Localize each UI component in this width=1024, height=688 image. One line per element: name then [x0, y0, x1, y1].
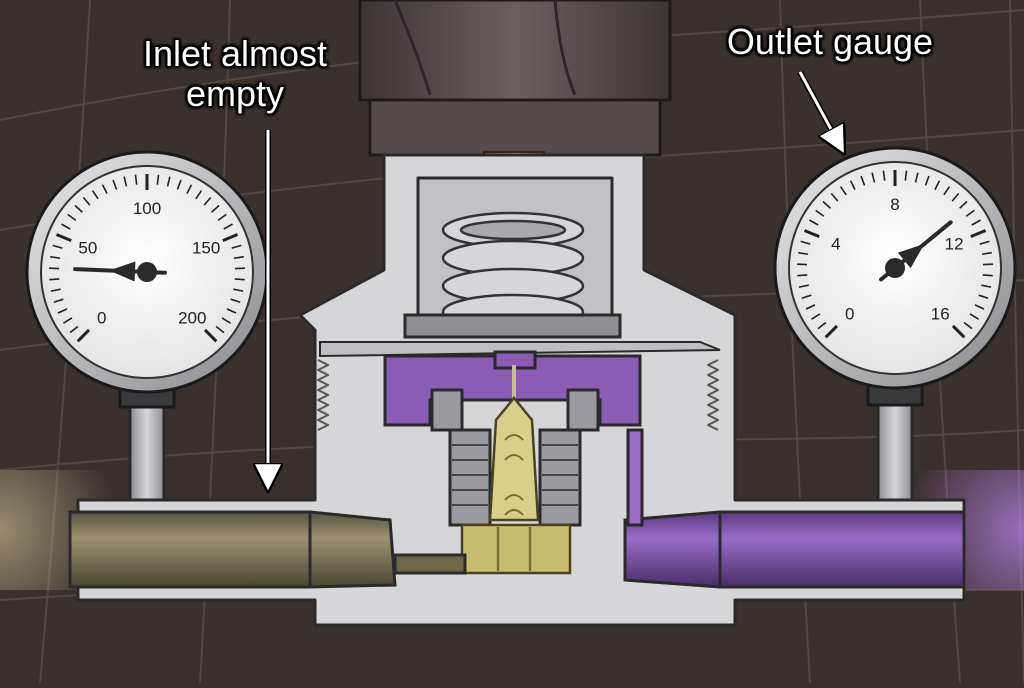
outlet-gauge: 0 4 8 12 16 [775, 148, 1015, 388]
gas-cylinder [360, 0, 670, 155]
spring-plate [405, 315, 620, 337]
inlet-gauge-tick-label: 200 [178, 308, 206, 327]
outlet-gauge-tick-label: 12 [945, 235, 964, 254]
inlet-gauge-tick-label: 0 [97, 308, 106, 327]
outlet-arrow [800, 72, 838, 142]
inlet-gauge: 0 50 100 150 200 [27, 152, 267, 392]
outlet-gauge-tick-label: 8 [890, 195, 899, 214]
inlet-gauge-tick [235, 279, 245, 280]
outlet-annotation: Outlet gauge [680, 22, 980, 62]
inlet-gauge-tick [49, 279, 59, 280]
regulator-spring [443, 213, 583, 329]
inlet-annotation: Inlet almost empty [100, 34, 370, 114]
inlet-annotation-line2: empty [100, 74, 370, 114]
outlet-gauge-tick-label: 16 [931, 304, 950, 323]
outlet-gauge-stem [878, 395, 912, 500]
outlet-gauge-tick-label: 0 [845, 304, 854, 323]
inlet-gauge-tick-label: 100 [133, 199, 161, 218]
outlet-gauge-tick [983, 275, 993, 276]
inlet-gauge-tick-label: 50 [78, 239, 97, 258]
inlet-gauge-hub [137, 262, 157, 282]
inlet-gauge-stem [130, 400, 164, 500]
outlet-gauge-tick-label: 4 [831, 235, 840, 254]
inlet-gauge-tick-label: 150 [192, 239, 220, 258]
outlet-gauge-tick [797, 275, 807, 276]
inlet-annotation-line1: Inlet almost [100, 34, 370, 74]
outlet-gauge-hub [885, 258, 905, 278]
